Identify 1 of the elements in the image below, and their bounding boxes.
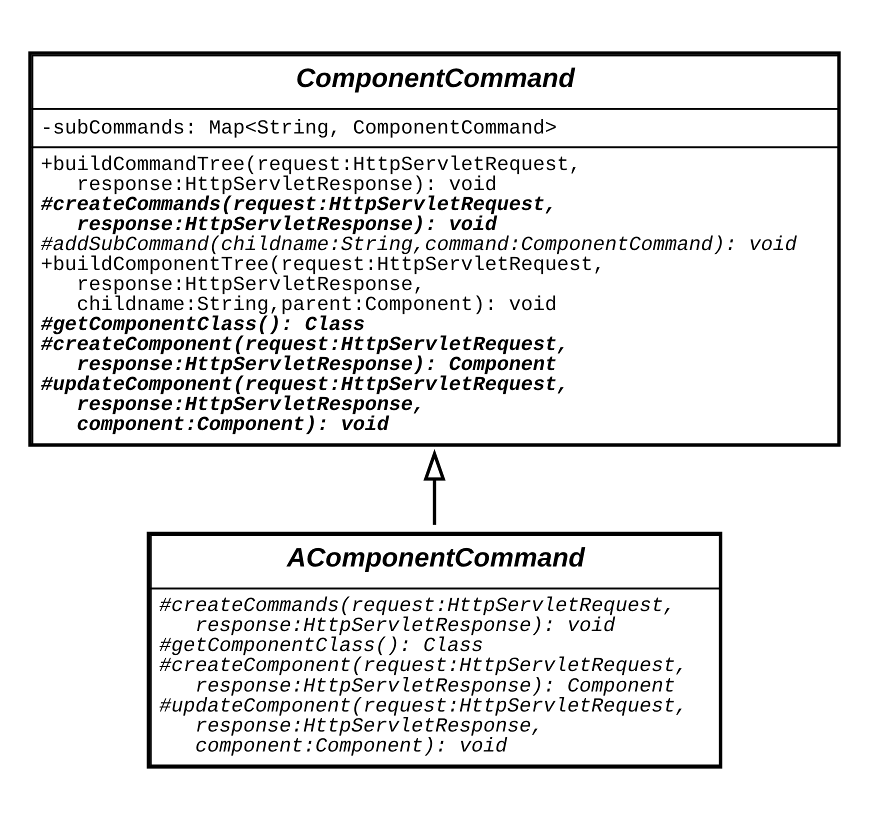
arrow <box>423 448 446 524</box>
